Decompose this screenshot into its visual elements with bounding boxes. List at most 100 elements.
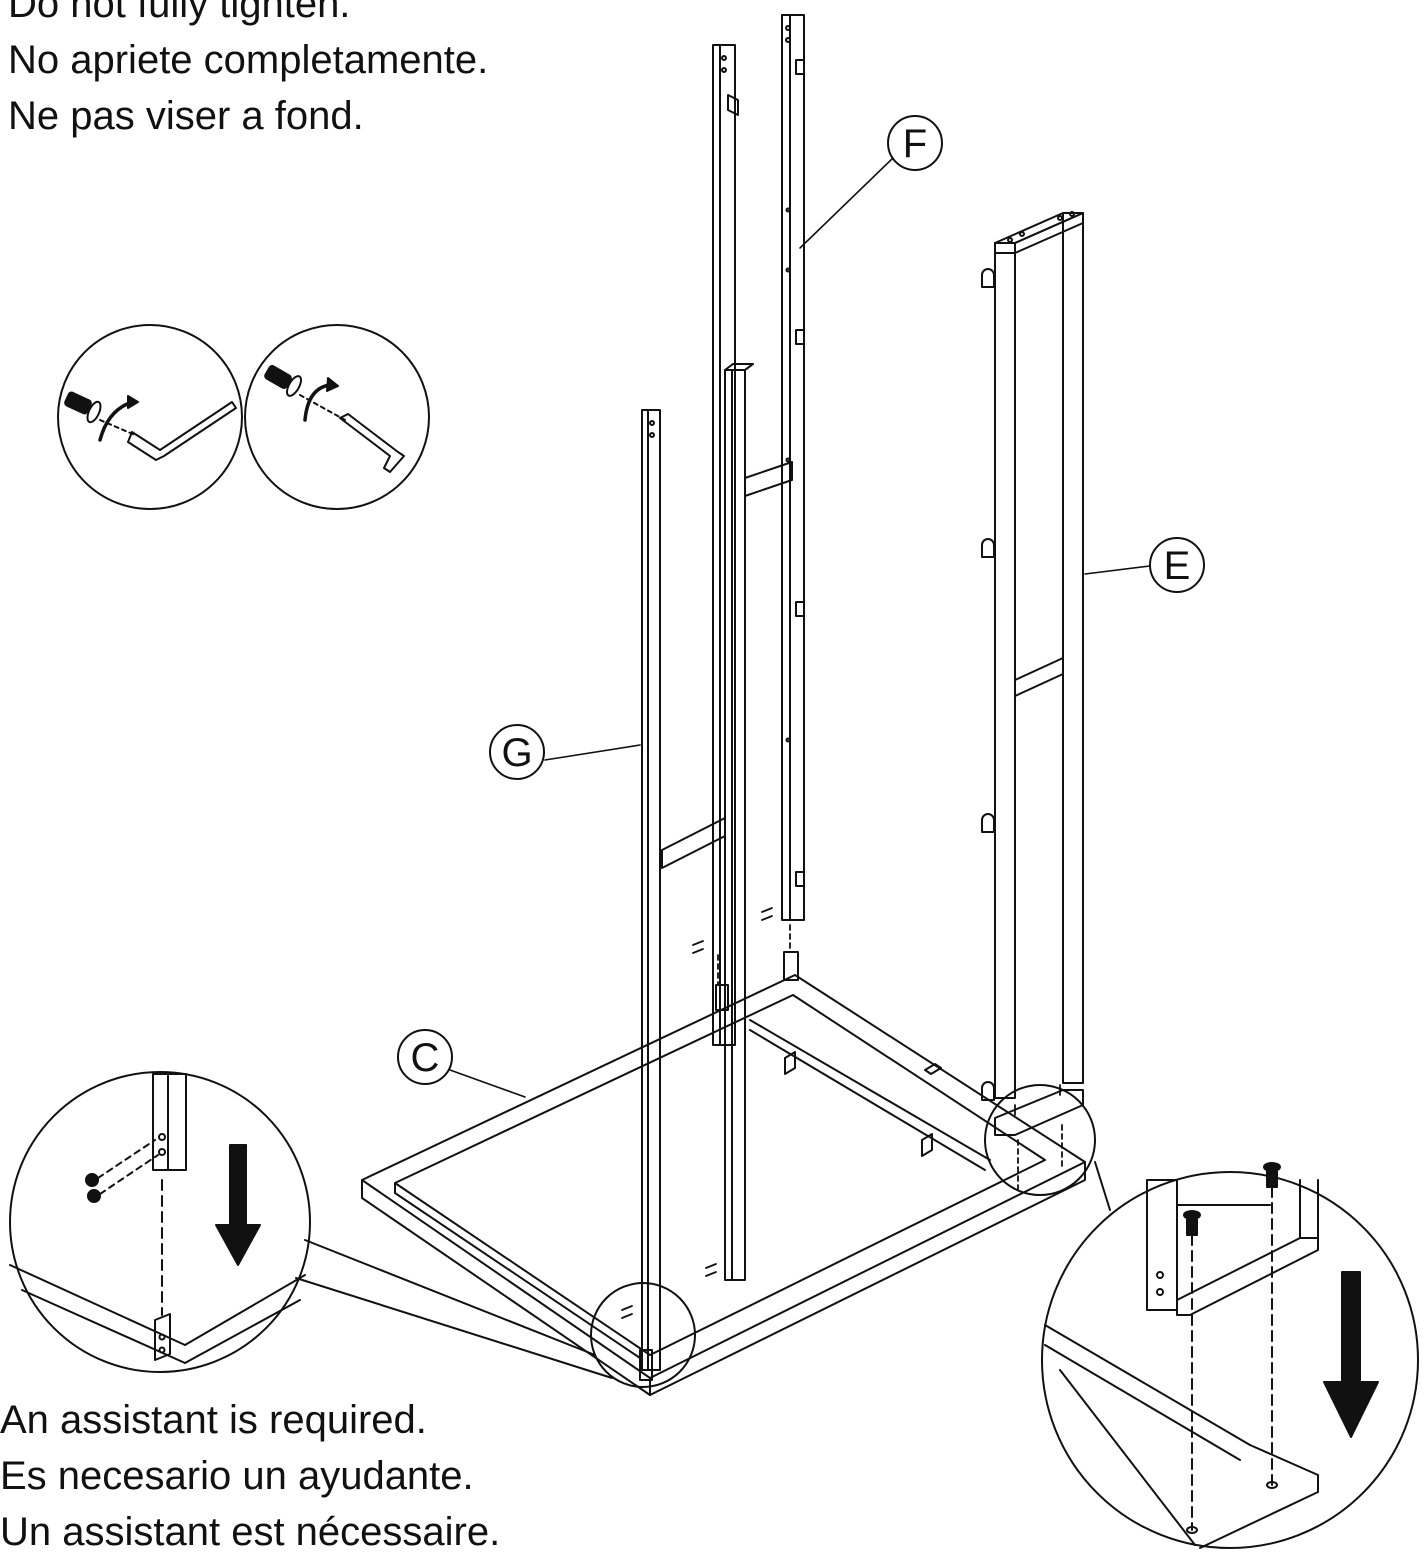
- detail-magnifier-right: [984, 1084, 1419, 1549]
- tool-detail-tighten: [244, 324, 430, 510]
- post-g-body: [641, 409, 661, 1371]
- bolt-icon: [705, 1263, 717, 1277]
- base-frame-rail-line: [749, 1019, 991, 1161]
- post-f-body: [781, 14, 805, 921]
- leader-f: [799, 157, 894, 249]
- allen-key-icon: [127, 401, 237, 461]
- detail-connector-left: [304, 1239, 596, 1356]
- post-f-hole: [785, 267, 791, 273]
- detail-right-bottom-bar: [1176, 1237, 1319, 1316]
- base-frame-outer: [361, 974, 1086, 1396]
- post-g: [639, 409, 661, 1381]
- end-frame-hole: [1069, 211, 1075, 217]
- detail-right-post-hole: [1156, 1288, 1164, 1296]
- callout-c: C: [397, 1029, 453, 1085]
- end-frame-tab: [981, 1081, 995, 1101]
- bottom-note-line-es: Es necesario un ayudante.: [0, 1454, 474, 1498]
- end-frame-hole: [1057, 215, 1063, 221]
- bolt-icon: [264, 365, 302, 397]
- top-instruction-note: Do not fully tighten. No apriete complet…: [8, 0, 488, 144]
- detail-right-base-line: [1199, 1491, 1319, 1549]
- tool-detail-circle-2: [244, 324, 430, 510]
- base-frame-top-edge-right: [649, 1161, 1086, 1379]
- detail-right-base-line: [1249, 1444, 1319, 1476]
- top-note-line-en: Do not fully tighten.: [8, 0, 351, 26]
- detail-source-circle-right: [984, 1084, 1096, 1196]
- bolt-icon: [761, 907, 773, 921]
- post-f-hole: [785, 37, 791, 43]
- post-back-left-body: [712, 44, 736, 1046]
- callout-f: F: [887, 115, 943, 171]
- rotate-arrow-head: [127, 395, 139, 409]
- detail-magnifier-left: [9, 1071, 696, 1388]
- post-g-bracket: [639, 1349, 653, 1381]
- end-frame-e: [981, 211, 1084, 1136]
- callout-f-label: F: [903, 122, 927, 166]
- post-f: [781, 14, 805, 981]
- base-frame-inner-opening: [394, 994, 1046, 1356]
- base-frame-c: [361, 974, 1086, 1396]
- leader-e: [1084, 565, 1151, 575]
- detail-connector-left-2: [295, 1277, 613, 1379]
- post-middle: [661, 363, 793, 1281]
- allen-key-icon: [339, 413, 405, 473]
- down-arrow-icon: [1323, 1271, 1379, 1438]
- post-back-left: [712, 44, 739, 1046]
- end-frame-tab: [981, 268, 995, 288]
- post-f-tab: [795, 59, 805, 75]
- bolt-icon: [1014, 1084, 1061, 1116]
- post-back-left-bracket: [715, 984, 729, 1011]
- bottom-note-line-en: An assistant is required.: [0, 1398, 427, 1442]
- detail-post-hole: [158, 1148, 166, 1156]
- bolt-icon: [64, 391, 102, 424]
- callout-c-label: C: [411, 1036, 440, 1080]
- end-frame-crossbar: [1014, 657, 1064, 697]
- tool-detail-circle-1: [57, 324, 243, 510]
- base-frame-rail-line-2: [749, 1029, 986, 1171]
- post-f-hole: [785, 737, 791, 743]
- callout-g-label: G: [501, 731, 532, 775]
- detail-right-hole: [1186, 1526, 1198, 1534]
- detail-source-circle-left: [590, 1282, 696, 1388]
- tool-detail-loosen: [57, 324, 243, 510]
- post-middle-cap-edge: [744, 363, 754, 371]
- post-back-left-hole: [721, 67, 727, 73]
- tool-dashed-line: [299, 394, 346, 421]
- base-tab: [784, 1051, 796, 1075]
- post-g-hole: [649, 420, 655, 426]
- detail-post-stub: [152, 1073, 187, 1171]
- tool-dashed-line: [99, 419, 136, 436]
- detail-post-hole: [158, 1133, 166, 1141]
- top-note-line-fr: Ne pas viser a fond.: [8, 94, 364, 138]
- end-frame-bottom-bar: [994, 1089, 1084, 1136]
- callout-g-circle: [489, 724, 545, 780]
- detail-connector-right: [1094, 1161, 1111, 1211]
- callout-f-circle: [887, 115, 943, 171]
- post-f-hole: [785, 207, 791, 213]
- leader-g: [544, 744, 641, 761]
- post-g-hole: [649, 432, 655, 438]
- post-f-hole: [785, 25, 791, 31]
- post-f-hole: [785, 457, 791, 463]
- post-back-left-hole: [721, 55, 727, 61]
- bolt-icon: [621, 1305, 633, 1319]
- end-frame-top-cap-side: [994, 212, 1084, 254]
- detail-base-line: [184, 1274, 306, 1346]
- base-tab: [924, 1063, 942, 1075]
- callout-e-circle: [1149, 537, 1205, 593]
- detail-right-base-line: [1059, 1369, 1196, 1546]
- detail-right-hole: [1266, 1481, 1278, 1489]
- detail-right-post: [1146, 1179, 1178, 1311]
- bolt-group: [621, 907, 1063, 1319]
- callout-e-label: E: [1164, 544, 1191, 588]
- detail-right-base-line: [1044, 1324, 1251, 1446]
- crossbar-g: [661, 817, 726, 869]
- crossbar-upper: [744, 461, 793, 497]
- base-tab: [921, 1133, 933, 1157]
- end-frame-tab: [981, 538, 995, 558]
- bottom-note-line-fr: Un assistant est nécessaire.: [0, 1510, 501, 1554]
- post-f-tab: [795, 601, 805, 617]
- detail-circle-right: [1041, 1171, 1419, 1549]
